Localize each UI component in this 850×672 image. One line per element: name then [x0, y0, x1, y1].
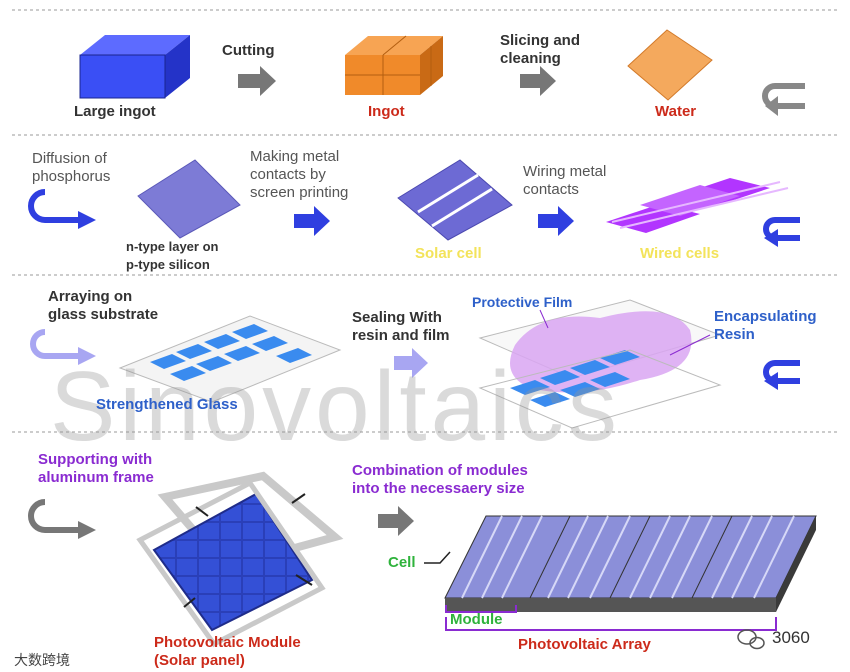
- u-turn-arrow-icon: [762, 83, 805, 116]
- label-cell: Cell: [388, 554, 416, 571]
- label-cutting: Cutting: [222, 42, 275, 59]
- label-module: Module: [450, 611, 503, 628]
- right-arrow-icon: [238, 66, 276, 96]
- label-pv-module-2: (Solar panel): [154, 652, 245, 669]
- footer-right-text: 3060: [772, 628, 810, 647]
- label-sealing-1: Sealing With: [352, 309, 442, 326]
- label-pv-array: Photovoltaic Array: [518, 636, 651, 653]
- wafer-square: [627, 29, 713, 101]
- label-solar-cell: Solar cell: [415, 245, 482, 262]
- label-encap-2: Resin: [714, 326, 755, 343]
- solar-cell-wafer: [397, 159, 513, 241]
- label-ntype-1: n-type layer on: [126, 239, 219, 254]
- right-arrow-icon: [378, 506, 414, 536]
- u-turn-arrow-icon: [28, 499, 96, 539]
- label-sealing-2: resin and film: [352, 327, 450, 344]
- label-supporting-1: Supporting with: [38, 451, 153, 468]
- label-slicing-2: cleaning: [500, 50, 561, 67]
- u-turn-arrow-icon: [763, 217, 800, 247]
- large-ingot-cube: [79, 35, 190, 99]
- label-pv-module-1: Photovoltaic Module: [154, 634, 301, 651]
- label-wiring-2: contacts: [523, 181, 579, 198]
- label-diffusion-2: phosphorus: [32, 168, 111, 185]
- label-metal-3: screen printing: [250, 184, 349, 201]
- photovoltaic-array: [424, 515, 817, 631]
- sealed-module: [478, 299, 722, 429]
- right-arrow-icon: [520, 66, 556, 96]
- label-combination-1: Combination of modules: [352, 462, 528, 479]
- label-ntype-2: p-type silicon: [126, 257, 210, 272]
- label-encap-1: Encapsulating: [714, 308, 817, 325]
- label-ingot: Ingot: [368, 103, 405, 120]
- right-arrow-icon: [538, 206, 574, 236]
- label-arraying-2: glass substrate: [48, 306, 159, 323]
- label-combination-2: into the necessaery size: [352, 480, 525, 497]
- wired-cells: [606, 178, 789, 233]
- watermark: Sinovoltaics: [50, 351, 621, 461]
- u-turn-arrow-icon: [763, 360, 800, 390]
- label-wired-cells: Wired cells: [640, 245, 720, 262]
- label-protective-film: Protective Film: [472, 294, 573, 310]
- u-turn-arrow-icon: [28, 189, 96, 229]
- label-arraying-1: Arraying on: [48, 288, 133, 305]
- wechat-icon: [737, 629, 765, 650]
- strengthened-glass: [118, 315, 342, 403]
- label-metal-2: contacts by: [250, 166, 326, 183]
- label-metal-1: Making metal: [250, 148, 340, 165]
- photovoltaic-module-panel: [136, 471, 344, 648]
- label-diffusion-1: Diffusion of: [32, 150, 107, 167]
- label-large-ingot: Large ingot: [74, 103, 156, 120]
- label-slicing-1: Slicing and: [500, 32, 581, 49]
- label-supporting-2: aluminum frame: [38, 469, 154, 486]
- right-arrow-icon: [394, 348, 428, 378]
- label-wiring-1: Wiring metal: [523, 163, 607, 180]
- label-strengthened-glass: Strengthened Glass: [96, 396, 238, 413]
- ingot-cube: [345, 35, 443, 95]
- u-turn-arrow-icon: [30, 329, 96, 365]
- footer-left-text: 大数跨境: [14, 652, 70, 668]
- right-arrow-icon: [294, 206, 330, 236]
- n-type-wafer: [137, 159, 241, 239]
- label-water: Water: [655, 103, 697, 120]
